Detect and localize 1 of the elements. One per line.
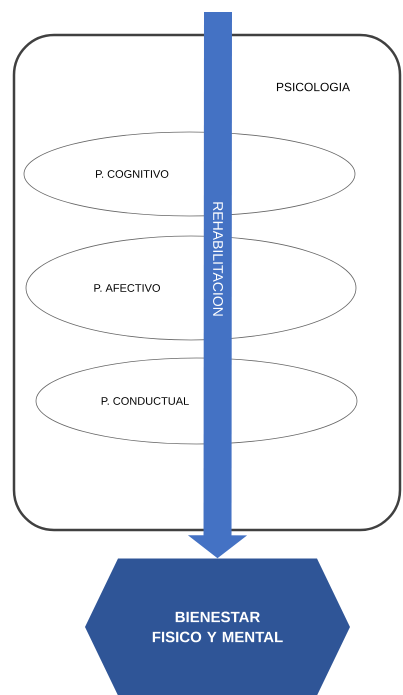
hexagon: BIENESTAR FISICO Y MENTAL xyxy=(85,558,350,695)
